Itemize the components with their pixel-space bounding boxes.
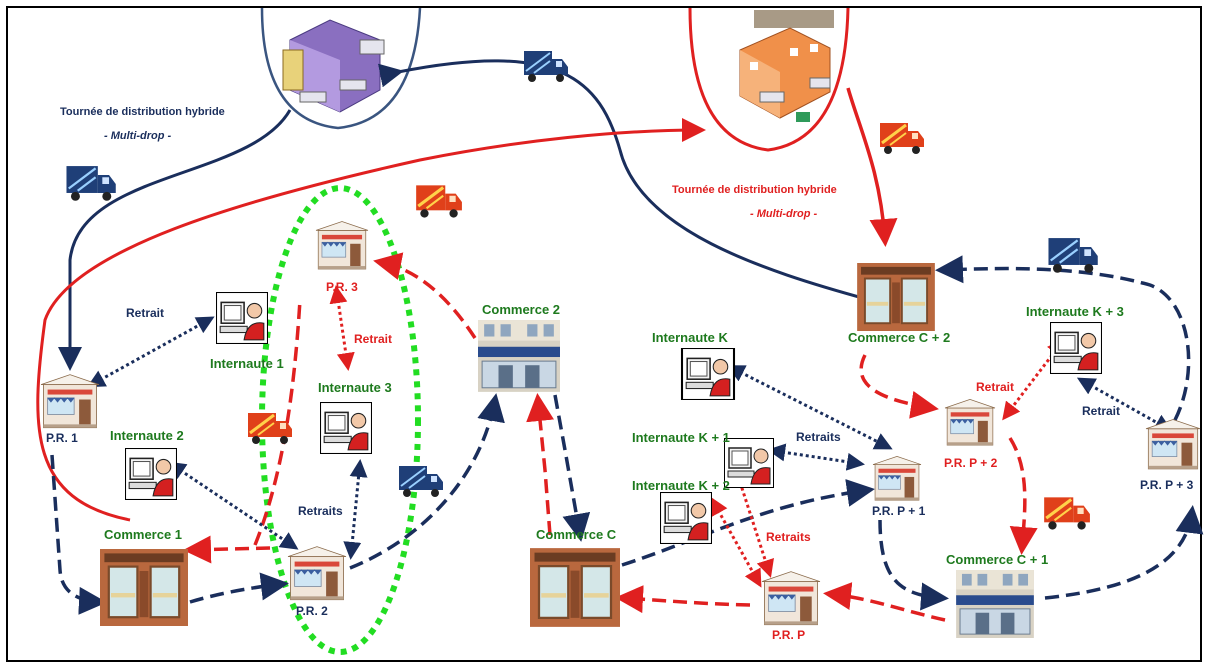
right-depot-sublabel: - Multi-drop - [750,208,818,220]
route-commerce1-to-depot [36,118,706,522]
right-depot-oval [688,7,850,152]
internauteK1-icon [724,438,774,488]
internauteK1-label: Internaute K + 1 [632,430,730,445]
truck-red-icon-right [1042,495,1092,532]
truck-navy-icon-right [1047,236,1099,274]
internaute3-icon [320,402,372,454]
retrait-prp2-label: Retrait [976,380,1015,394]
retrait-left-label: Retrait [126,306,165,320]
internaute2-label: Internaute 2 [110,428,184,443]
right-depot-building-icon [739,10,834,122]
truck-red-icon-center [414,183,464,220]
prp3-label: P.R. P + 3 [1140,478,1194,492]
pr2-label: P.R. 2 [296,604,328,618]
retraits-k2-label: Retraits [766,530,811,544]
left-depot-building-icon [282,19,385,113]
commerce2-building-icon [478,320,560,392]
pr2-shop-icon [287,546,347,601]
truck-red-icon-left [246,411,294,446]
retrait-pr3-label: Retrait [354,332,393,346]
commerce2-label: Commerce 2 [482,302,561,317]
internauteK-label: Internaute K [652,330,728,345]
route-commerce-c2-to-depot [378,59,871,302]
pr3-label: P.R. 3 [326,280,358,294]
diagram-frame [6,6,1202,662]
commerce1-store-icon [100,547,188,628]
commerceC2-store-icon [856,263,936,331]
route-depot-to-commerce-c2 [846,87,898,247]
commerceC1-label: Commerce C + 1 [946,552,1049,567]
pr1-shop-icon [40,374,100,429]
commerceC2-label: Commerce C + 2 [848,330,951,345]
internaute1-icon [216,292,268,344]
internauteK2-label: Internaute K + 2 [632,478,730,493]
retrait-prp3-label: Retrait [1082,404,1121,418]
internauteK2-icon [660,492,712,544]
internauteK3-label: Internaute K + 3 [1026,304,1124,319]
internaute3-label: Internaute 3 [318,380,392,395]
retraits-pr2-label: Retraits [298,504,343,518]
prp1-label: P.R. P + 1 [872,504,926,518]
prp2-shop-icon [944,398,996,446]
truck-navy-icon-left [65,164,117,203]
commerceC-store-icon [530,546,620,629]
route-depot-to-pr1 [58,109,292,371]
prp-shop-icon [761,571,821,626]
left-depot-sublabel: - Multi-drop - [104,130,172,142]
prp2-label: P.R. P + 2 [944,456,998,470]
prp-label: P.R. P [772,628,806,642]
commerceC1-building-icon [955,570,1035,638]
truck-navy-icon-top [522,49,570,84]
right-depot-label: Tournée de distribution hybride [672,184,837,196]
internaute1-label: Internaute 1 [210,356,284,371]
internaute2-icon [125,448,177,500]
pr1-label: P.R. 1 [46,431,78,445]
left-depot-label: Tournée de distribution hybride [60,106,225,118]
prp3-shop-icon [1145,419,1201,470]
internauteK-icon [680,348,736,400]
commerce1-label: Commerce 1 [104,527,183,542]
internauteK3-icon [1050,322,1102,374]
prp1-shop-icon [872,455,922,501]
commerceC-label: Commerce C [536,527,617,542]
left-depot-oval [260,7,422,130]
pr3-shop-icon [315,221,369,270]
retraits-k1-label: Retraits [796,430,841,444]
truck-red-icon-top [878,121,926,156]
truck-navy-icon-center [397,464,445,499]
